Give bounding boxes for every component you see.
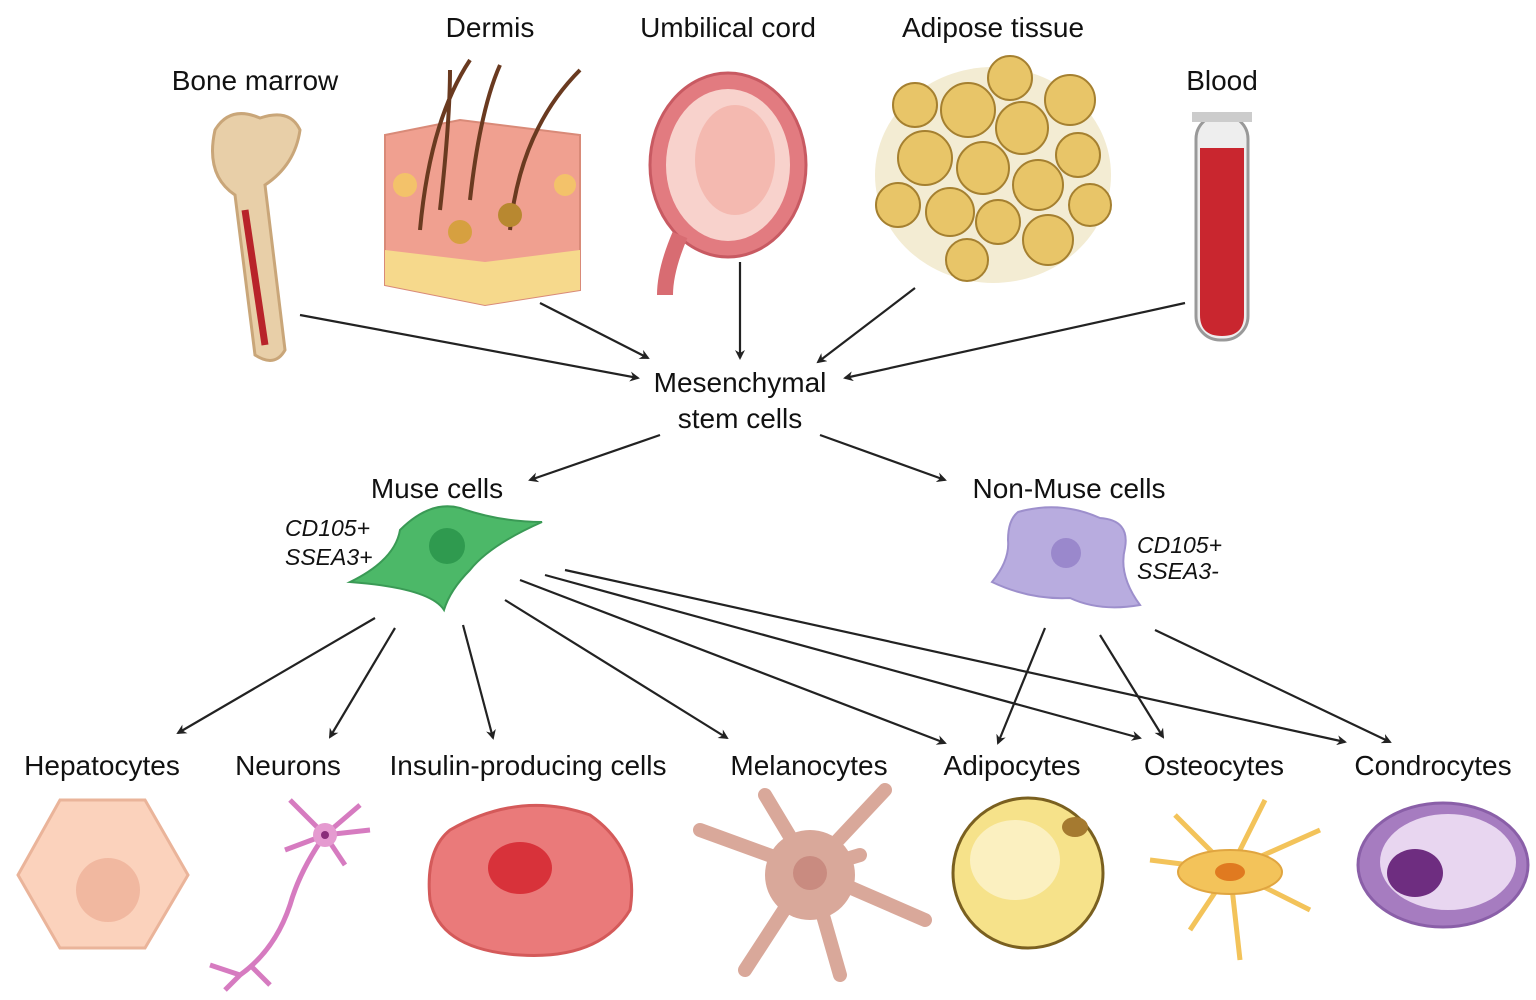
label-hepatocytes: Hepatocytes (24, 750, 180, 781)
neuron-illustration (209, 798, 371, 992)
label-condrocytes: Condrocytes (1354, 750, 1511, 781)
muse-cell-illustration (346, 505, 543, 613)
label-umbilical-cord: Umbilical cord (640, 12, 816, 43)
non-muse-marker-cd105: CD105+ (1137, 532, 1222, 558)
differentiation-arrows (176, 568, 1392, 746)
muse-marker-ssea3: SSEA3+ (285, 544, 373, 570)
uterus-fetus-illustration (648, 71, 808, 296)
label-osteocytes: Osteocytes (1144, 750, 1284, 781)
arrow-to-non-muse (819, 433, 947, 482)
hepatocyte-illustration (16, 798, 190, 950)
arrow-to-muse (528, 433, 661, 483)
label-msc-line1: Mesenchymal (654, 367, 827, 398)
bone-illustration (211, 112, 302, 362)
osteocyte-illustration (1149, 798, 1322, 961)
label-insulin-producing-cells: Insulin-producing cells (389, 750, 666, 781)
label-dermis: Dermis (446, 12, 535, 43)
adipocyte-illustration (951, 796, 1105, 950)
label-non-muse-cells: Non-Muse cells (973, 473, 1166, 504)
label-muse-cells: Muse cells (371, 473, 503, 504)
label-melanocytes: Melanocytes (730, 750, 887, 781)
label-adipose-tissue: Adipose tissue (902, 12, 1084, 43)
label-blood: Blood (1186, 65, 1258, 96)
insulin-producing-cell-illustration (427, 803, 634, 957)
chondrocyte-illustration (1356, 801, 1530, 929)
blood-tube-illustration (1192, 112, 1252, 342)
melanocyte-illustration (693, 783, 932, 982)
label-msc-line2: stem cells (678, 403, 802, 434)
adipose-tissue-illustration (875, 55, 1112, 283)
label-adipocytes: Adipocytes (944, 750, 1081, 781)
label-neurons: Neurons (235, 750, 341, 781)
non-muse-cell-illustration (990, 506, 1142, 609)
source-arrows (299, 262, 1186, 382)
non-muse-marker-ssea3: SSEA3- (1137, 558, 1219, 584)
muse-marker-cd105: CD105+ (285, 515, 370, 541)
dermis-illustration (384, 58, 582, 307)
label-bone-marrow: Bone marrow (172, 65, 339, 96)
